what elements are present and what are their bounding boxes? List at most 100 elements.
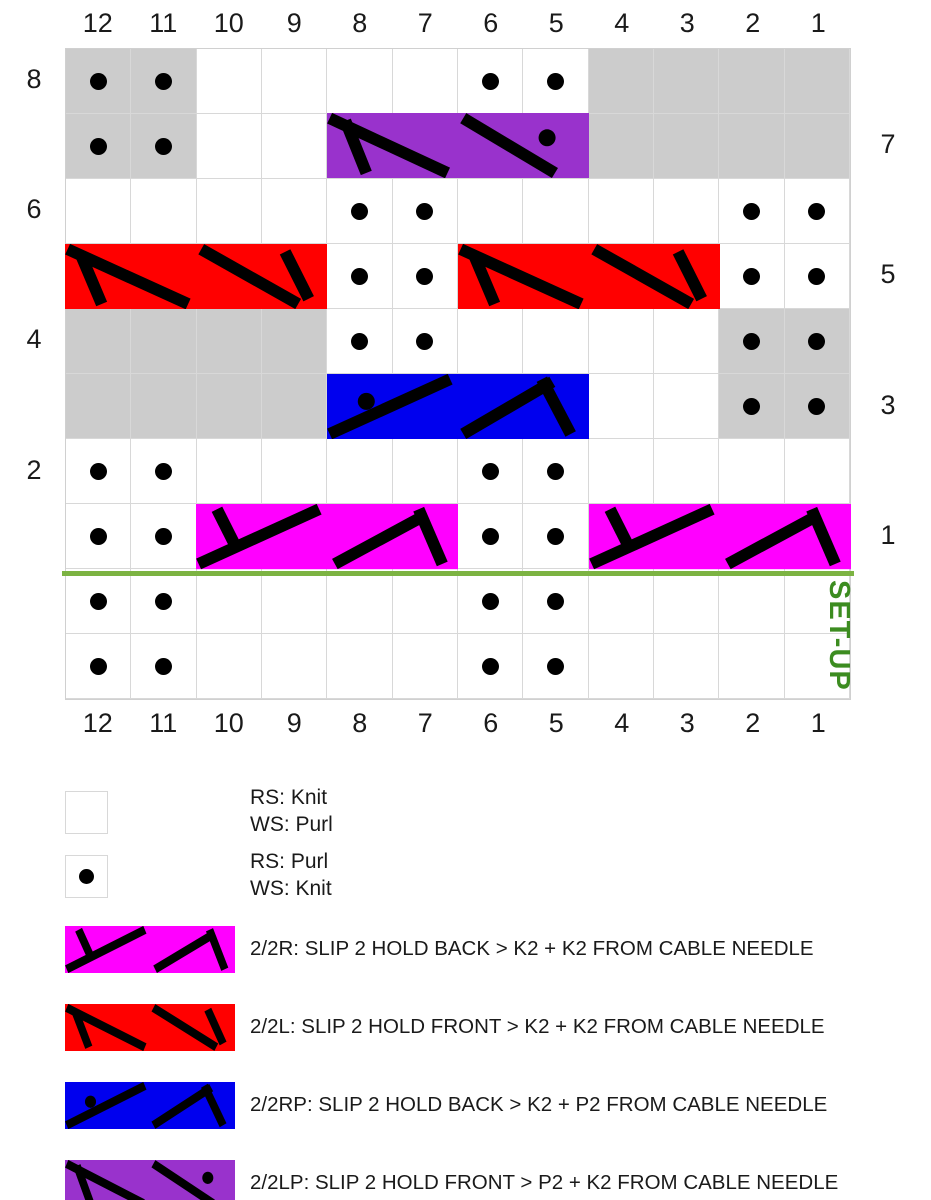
chart-cell[interactable] (66, 179, 132, 244)
chart-cell[interactable] (196, 569, 262, 634)
chart-cell[interactable] (262, 569, 328, 634)
cable-symbol-2-2L[interactable] (458, 243, 720, 309)
chart-cell[interactable] (196, 49, 262, 114)
chart-cell[interactable] (719, 634, 785, 699)
chart-cell[interactable] (654, 179, 720, 244)
chart-cell[interactable] (523, 569, 589, 634)
chart-cell[interactable] (784, 49, 850, 114)
chart-cell[interactable] (654, 309, 720, 374)
chart-cell[interactable] (719, 244, 785, 309)
chart-cell[interactable] (392, 49, 458, 114)
chart-cell[interactable] (392, 179, 458, 244)
chart-cell[interactable] (784, 179, 850, 244)
chart-cell[interactable] (196, 309, 262, 374)
chart-cell[interactable] (719, 114, 785, 179)
chart-cell[interactable] (131, 114, 197, 179)
chart-cell[interactable] (262, 179, 328, 244)
chart-cell[interactable] (588, 374, 654, 439)
cable-symbol-2-2LP[interactable] (327, 113, 589, 179)
chart-cell[interactable] (784, 244, 850, 309)
chart-cell[interactable] (66, 49, 132, 114)
chart-cell[interactable] (327, 49, 393, 114)
chart-cell[interactable] (327, 439, 393, 504)
chart-cell[interactable] (66, 114, 132, 179)
chart-cell[interactable] (523, 504, 589, 569)
chart-cell[interactable] (523, 309, 589, 374)
chart-cell[interactable] (262, 114, 328, 179)
chart-cell[interactable] (66, 374, 132, 439)
chart-cell[interactable] (523, 179, 589, 244)
chart-cell[interactable] (392, 244, 458, 309)
chart-cell[interactable] (131, 439, 197, 504)
chart-cell[interactable] (131, 504, 197, 569)
chart-cell[interactable] (458, 504, 524, 569)
chart-cell[interactable] (784, 114, 850, 179)
chart-cell[interactable] (196, 179, 262, 244)
chart-cell[interactable] (66, 569, 132, 634)
chart-cell[interactable] (392, 309, 458, 374)
chart-cell[interactable] (327, 244, 393, 309)
cable-symbol-2-2L[interactable] (65, 243, 327, 309)
chart-cell[interactable] (262, 439, 328, 504)
chart-cell[interactable] (66, 309, 132, 374)
chart-cell[interactable] (458, 179, 524, 244)
cable-symbol-2-2R[interactable] (589, 504, 851, 570)
chart-cell[interactable] (131, 374, 197, 439)
chart-cell[interactable] (588, 309, 654, 374)
chart-cell[interactable] (523, 634, 589, 699)
chart-cell[interactable] (654, 374, 720, 439)
chart-cell[interactable] (262, 374, 328, 439)
chart-cell[interactable] (131, 634, 197, 699)
chart-cell[interactable] (327, 634, 393, 699)
chart-cell[interactable] (588, 179, 654, 244)
chart-cell[interactable] (262, 49, 328, 114)
chart-cell[interactable] (66, 504, 132, 569)
chart-cell[interactable] (458, 634, 524, 699)
chart-cell[interactable] (784, 374, 850, 439)
chart-cell[interactable] (131, 569, 197, 634)
chart-cell[interactable] (196, 114, 262, 179)
chart-cell[interactable] (327, 569, 393, 634)
chart-cell[interactable] (458, 309, 524, 374)
chart-cell[interactable] (392, 569, 458, 634)
chart-cell[interactable] (784, 439, 850, 504)
chart-cell[interactable] (588, 439, 654, 504)
chart-cell[interactable] (784, 634, 850, 699)
chart-cell[interactable] (719, 49, 785, 114)
chart-cell[interactable] (654, 634, 720, 699)
chart-cell[interactable] (131, 49, 197, 114)
chart-cell[interactable] (392, 439, 458, 504)
chart-cell[interactable] (588, 114, 654, 179)
chart-cell[interactable] (719, 309, 785, 374)
cable-symbol-2-2R[interactable] (196, 504, 458, 570)
chart-cell[interactable] (719, 374, 785, 439)
chart-cell[interactable] (588, 634, 654, 699)
cable-symbol-2-2RP[interactable] (327, 374, 589, 440)
chart-cell[interactable] (131, 179, 197, 244)
chart-cell[interactable] (654, 439, 720, 504)
chart-cell[interactable] (66, 439, 132, 504)
chart-cell[interactable] (327, 179, 393, 244)
chart-cell[interactable] (196, 374, 262, 439)
chart-cell[interactable] (784, 569, 850, 634)
chart-cell[interactable] (327, 309, 393, 374)
chart-cell[interactable] (458, 569, 524, 634)
chart-cell[interactable] (654, 114, 720, 179)
chart-cell[interactable] (66, 634, 132, 699)
chart-cell[interactable] (196, 439, 262, 504)
chart-cell[interactable] (458, 49, 524, 114)
chart-cell[interactable] (131, 309, 197, 374)
chart-cell[interactable] (719, 179, 785, 244)
chart-cell[interactable] (654, 569, 720, 634)
chart-cell[interactable] (196, 634, 262, 699)
chart-cell[interactable] (588, 569, 654, 634)
chart-cell[interactable] (523, 49, 589, 114)
chart-cell[interactable] (262, 634, 328, 699)
chart-cell[interactable] (719, 569, 785, 634)
chart-cell[interactable] (262, 309, 328, 374)
chart-cell[interactable] (392, 634, 458, 699)
chart-cell[interactable] (654, 49, 720, 114)
chart-cell[interactable] (588, 49, 654, 114)
chart-cell[interactable] (784, 309, 850, 374)
chart-cell[interactable] (458, 439, 524, 504)
